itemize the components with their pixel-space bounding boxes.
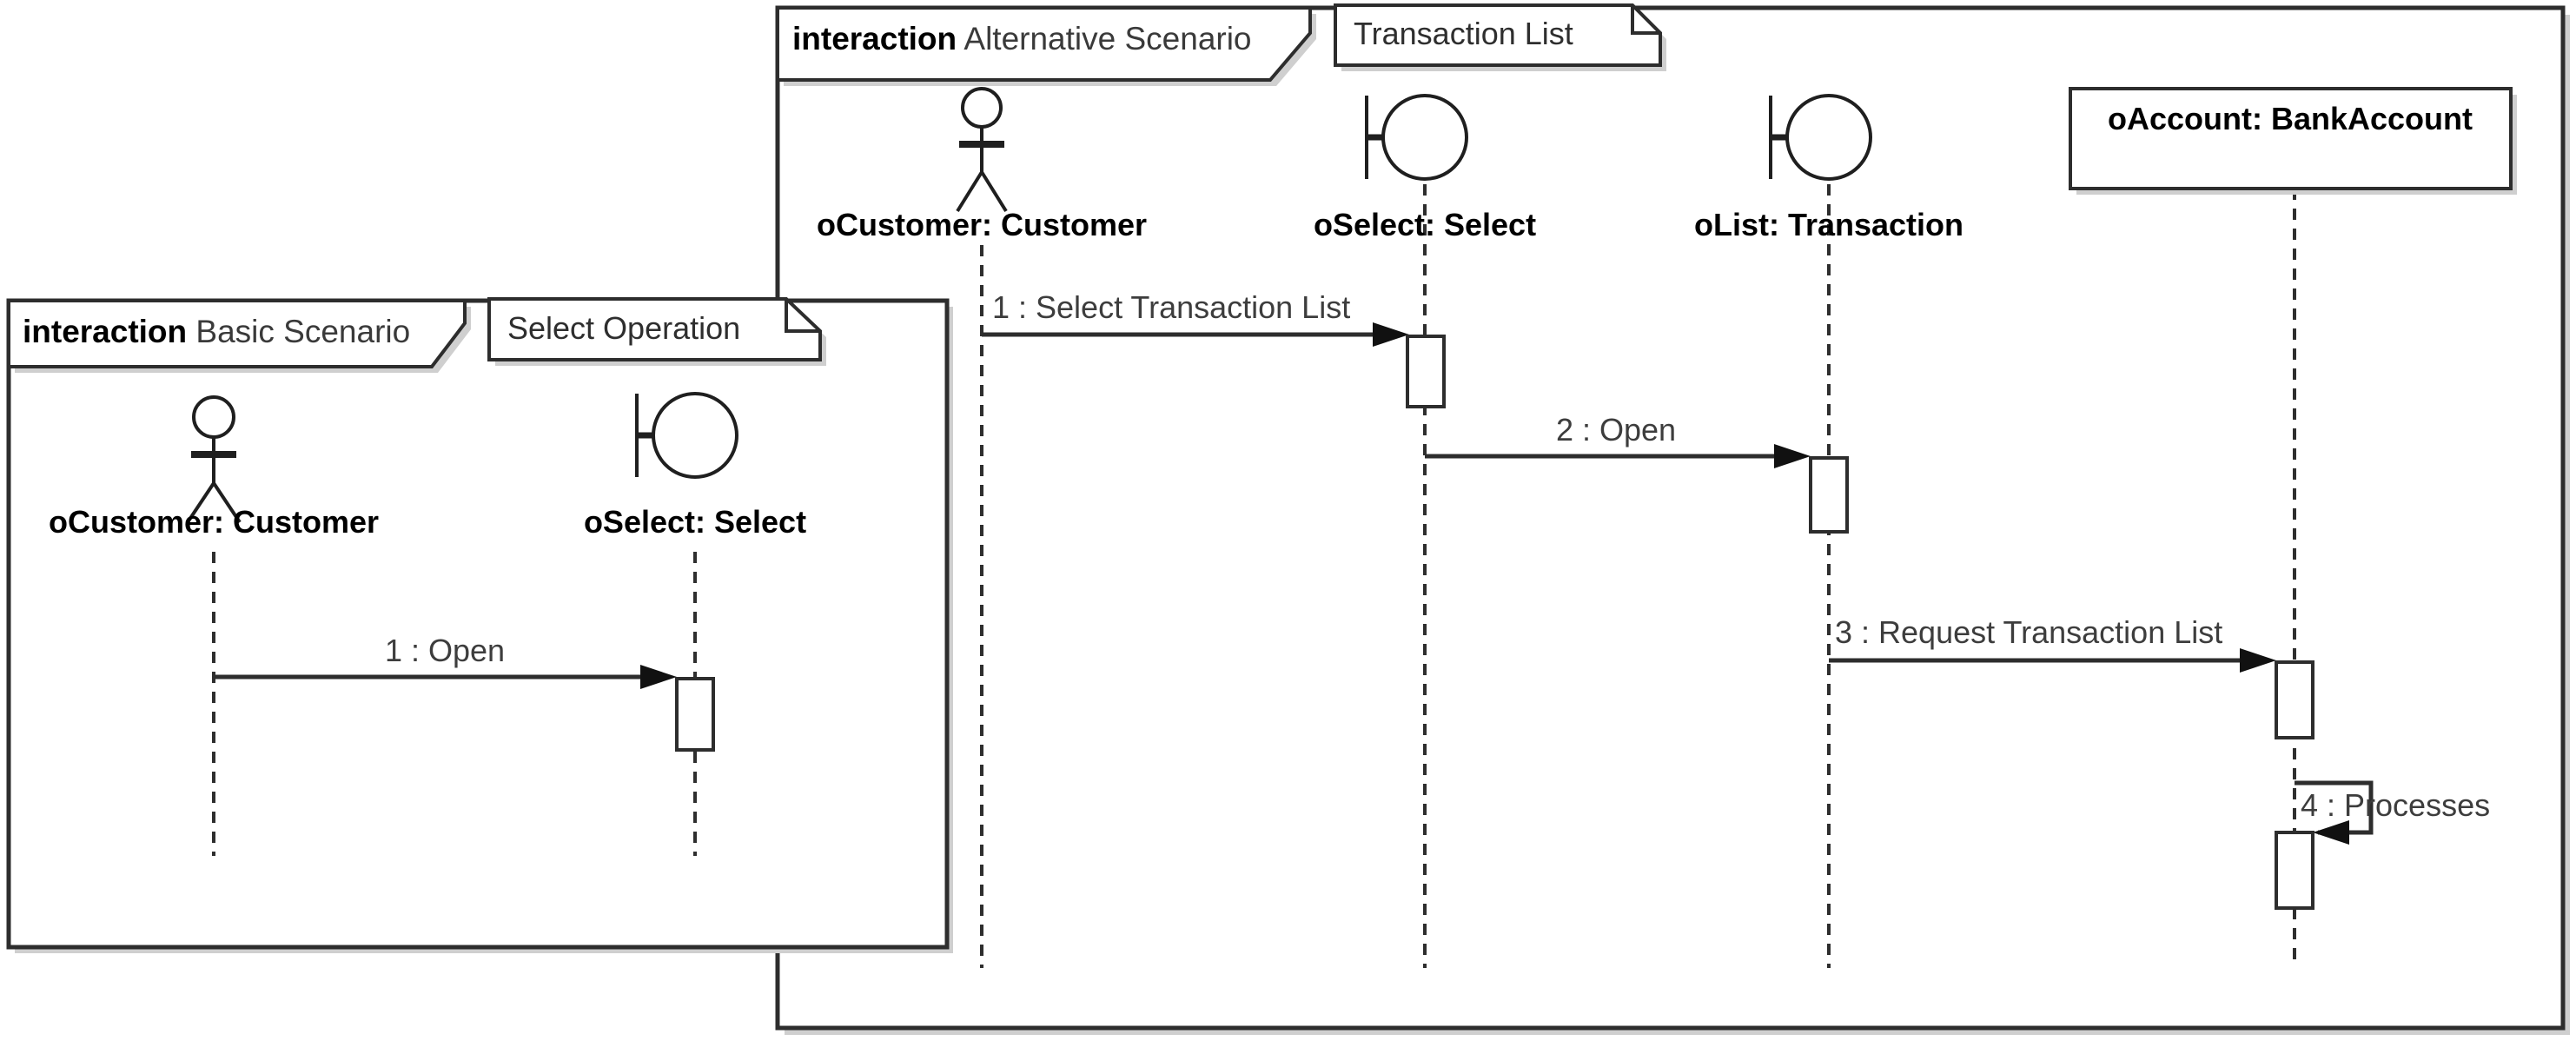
activation-bar[interactable] [1406, 335, 1446, 408]
arrowhead-icon [2313, 820, 2349, 845]
arrowhead-icon [1373, 322, 1409, 347]
object-label-oaccount: oAccount: BankAccount [2107, 101, 2473, 136]
frame-title-tab[interactable] [776, 6, 1312, 82]
lifeline-label-ocustomer-basic: oCustomer: Customer [48, 504, 380, 540]
message-open-alt[interactable] [1425, 444, 1811, 468]
note-fold-icon [1631, 5, 1660, 35]
activation-bar[interactable] [1809, 456, 1849, 534]
lifeline-label-ocustomer-alt: oCustomer: Customer [816, 207, 1148, 242]
lifelines-basic [212, 552, 697, 856]
object-box-oaccount[interactable] [2069, 87, 2517, 195]
frame-name: Alternative Scenario [964, 21, 1252, 56]
frame-border [6, 298, 950, 950]
note-fold-icon [785, 299, 820, 333]
frame-title-tab[interactable] [7, 299, 467, 368]
lifeline-label-oselect-alt: oSelect: Select [1313, 207, 1537, 242]
note-body [1334, 3, 1662, 67]
actor-icon[interactable] [186, 395, 242, 524]
frame-title-alternative: interaction Alternative Scenario [792, 21, 1252, 58]
message-open-basic[interactable] [214, 665, 677, 689]
boundary-icon[interactable] [1365, 94, 1468, 181]
message-label-1-basic: 1 : Open [384, 633, 506, 668]
frame-title-basic: interaction Basic Scenario [23, 314, 410, 351]
frame-keyword: interaction [792, 21, 957, 56]
note-transaction-list[interactable] [1334, 3, 1666, 71]
note-select-operation[interactable] [487, 297, 826, 366]
frame-name: Basic Scenario [195, 314, 411, 349]
activation-bar[interactable] [2275, 660, 2314, 739]
arrowhead-icon [640, 665, 677, 689]
object-box-border [2069, 87, 2513, 190]
lifeline-label-oselect-basic: oSelect: Select [583, 504, 807, 540]
message-request-transaction-list[interactable] [1829, 648, 2276, 673]
activation-bar[interactable] [2275, 831, 2314, 910]
message-label-3-alt: 3 : Request Transaction List [1835, 614, 2223, 650]
message-label-2-alt: 2 : Open [1555, 412, 1677, 448]
message-select-transaction-list[interactable] [982, 322, 1409, 347]
note-text-transaction-list: Transaction List [1354, 16, 1573, 51]
message-label-4-alt: 4 : Processes [2301, 787, 2491, 823]
frame-basic-scenario[interactable] [6, 298, 953, 953]
actor-icon[interactable] [956, 87, 1008, 213]
note-body [487, 297, 822, 361]
frame-keyword: interaction [23, 314, 188, 349]
message-processes-self[interactable] [2295, 780, 2374, 845]
boundary-icon[interactable] [1769, 94, 1872, 181]
note-text-select-operation: Select Operation [507, 310, 741, 346]
arrowhead-icon [1774, 444, 1811, 468]
lifeline-label-olist-alt: oList: Transaction [1693, 207, 1964, 242]
arrowhead-icon [2240, 648, 2276, 673]
message-label-1-alt: 1 : Select Transaction List [992, 289, 1351, 325]
boundary-icon[interactable] [635, 392, 738, 479]
activation-bar[interactable] [675, 677, 715, 752]
